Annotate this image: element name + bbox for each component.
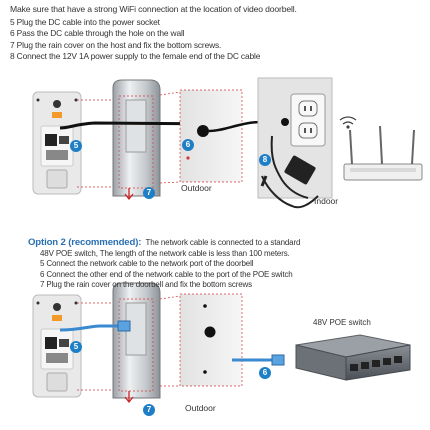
doorbell-front xyxy=(32,91,82,195)
option-2-line-1: The network cable is connected to a stan… xyxy=(145,238,301,247)
wall-section-2 xyxy=(179,293,243,387)
wifi-icon xyxy=(339,116,357,129)
option-2-step-7: 7 Plug the rain cover on the doorbell an… xyxy=(40,280,253,290)
wifi-router xyxy=(343,125,423,181)
doorbell-front-2 xyxy=(32,294,82,398)
power-adapter xyxy=(260,135,319,209)
step-5-text: 5 Plug the DC cable into the power socke… xyxy=(10,16,160,27)
outdoor-label: Outdoor xyxy=(181,183,212,193)
step-8-text: 8 Connect the 12V 1A power supply to the… xyxy=(10,51,261,61)
step-badge-5-option-2: 5 xyxy=(70,341,82,353)
option-2-step-6: 6 Connect the other end of the network c… xyxy=(40,269,293,279)
rain-cover-2 xyxy=(112,282,161,399)
poe-switch xyxy=(295,334,411,381)
indoor-label: Indoor xyxy=(314,196,339,206)
rj45-plug xyxy=(117,320,131,332)
dc-cable xyxy=(59,121,231,130)
power-socket xyxy=(257,77,333,199)
option-2-line-2: 48V POE switch, The length of the networ… xyxy=(40,248,290,258)
step-7-text: 7 Plug the rain cover on the host and fi… xyxy=(10,39,222,50)
dc-cable-indoor xyxy=(208,120,263,133)
step-6-text: 6 Pass the DC cable through the hole on … xyxy=(10,28,185,38)
wifi-note: Make sure that have a strong WiFi connec… xyxy=(10,4,297,14)
network-cable xyxy=(59,324,120,332)
step-badge-7: 7 xyxy=(143,187,155,199)
option-2-heading: Option 2 (recommended): xyxy=(28,237,142,248)
intro-instructions: Make sure that have a strong WiFi connec… xyxy=(10,4,297,63)
step-badge-7-option-2: 7 xyxy=(143,404,155,416)
wall-section xyxy=(179,89,243,183)
step-badge-5: 5 xyxy=(70,140,82,152)
option-2-instructions: Option 2 (recommended): The network cabl… xyxy=(28,237,301,291)
step-badge-8: 8 xyxy=(259,154,271,166)
step-badge-6-option-2: 6 xyxy=(259,367,271,379)
option-2-step-5: 5 Connect the network cable to the netwo… xyxy=(40,259,254,269)
rain-cover xyxy=(112,79,161,197)
step-badge-6: 6 xyxy=(182,139,194,151)
poe-switch-label: 48V POE switch xyxy=(313,318,371,327)
outdoor-label-option-2: Outdoor xyxy=(185,403,216,413)
